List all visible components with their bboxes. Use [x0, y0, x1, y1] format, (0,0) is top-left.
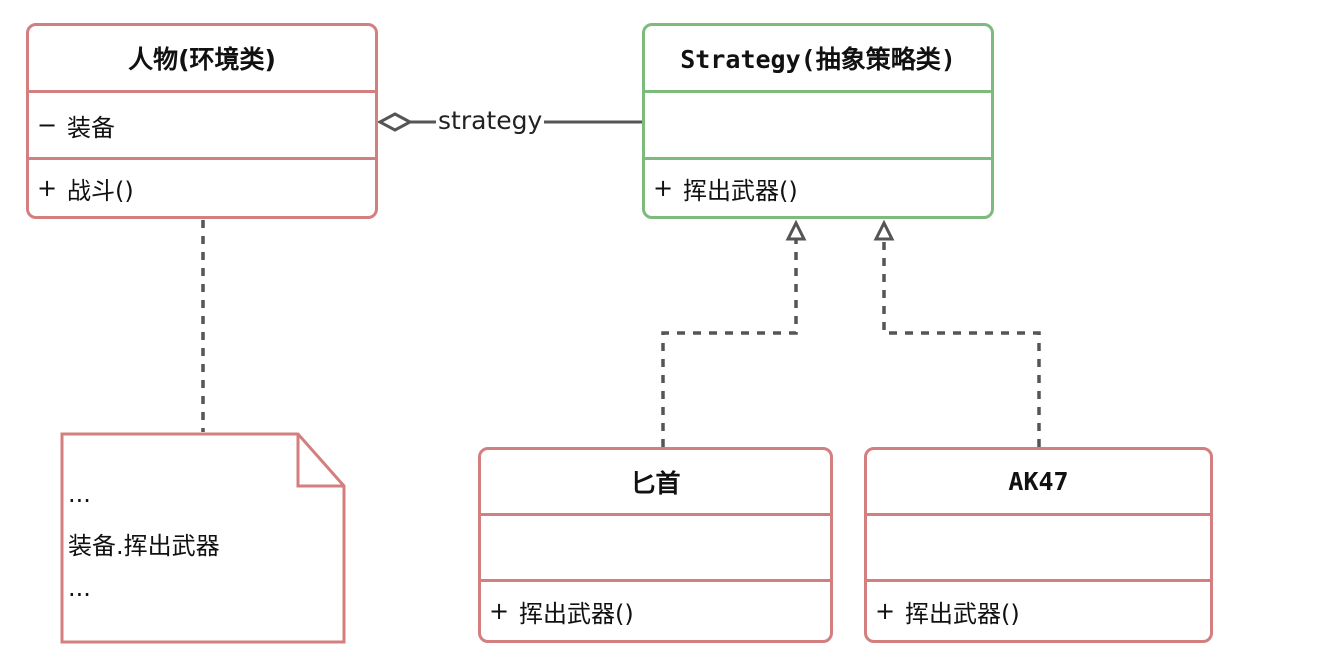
association-label: strategy	[436, 106, 545, 135]
class-dagger-methods: + 挥出武器()	[481, 579, 830, 640]
method-visibility: +	[37, 174, 58, 202]
class-person-methods: + 战斗()	[29, 157, 375, 216]
aggregation-diamond	[376, 112, 414, 132]
attribute-visibility: −	[37, 111, 58, 139]
class-ak47[interactable]: AK47 + 挥出武器()	[864, 447, 1213, 643]
class-person[interactable]: 人物(环境类) − 装备 + 战斗()	[26, 23, 378, 219]
method-swing-weapon: 挥出武器()	[683, 176, 798, 205]
class-strategy[interactable]: Strategy(抽象策略类) + 挥出武器()	[642, 23, 994, 219]
class-ak47-name: AK47	[1008, 467, 1069, 496]
method-visibility: +	[875, 597, 896, 625]
class-person-name: 人物(环境类)	[128, 45, 276, 74]
class-dagger[interactable]: 匕首 + 挥出武器()	[478, 447, 833, 643]
method-visibility: +	[653, 174, 674, 202]
note-line-3: ...	[68, 574, 91, 602]
class-strategy-attributes	[645, 90, 991, 157]
realization-dagger-arrow	[785, 219, 807, 241]
realization-ak47-line	[882, 238, 1041, 447]
realization-dagger-line	[661, 238, 798, 447]
note[interactable]: ... 装备.挥出武器 ...	[60, 432, 346, 644]
class-ak47-attributes	[867, 513, 1210, 579]
class-strategy-name: Strategy(抽象策略类)	[680, 45, 956, 74]
class-person-attributes: − 装备	[29, 90, 375, 157]
method-visibility: +	[489, 597, 510, 625]
method-fight: 战斗()	[67, 176, 134, 205]
method-swing-weapon: 挥出武器()	[519, 599, 634, 628]
class-dagger-attributes	[481, 513, 830, 579]
note-shape	[60, 432, 346, 644]
class-dagger-name: 匕首	[630, 468, 681, 498]
realization-ak47-arrow	[873, 219, 895, 241]
note-line-2: 装备.挥出武器	[68, 532, 220, 560]
class-strategy-methods: + 挥出武器()	[645, 157, 991, 216]
method-swing-weapon: 挥出武器()	[905, 599, 1020, 628]
attribute-equipment: 装备	[67, 113, 115, 142]
note-line-1: ...	[68, 480, 91, 508]
class-ak47-methods: + 挥出武器()	[867, 579, 1210, 640]
